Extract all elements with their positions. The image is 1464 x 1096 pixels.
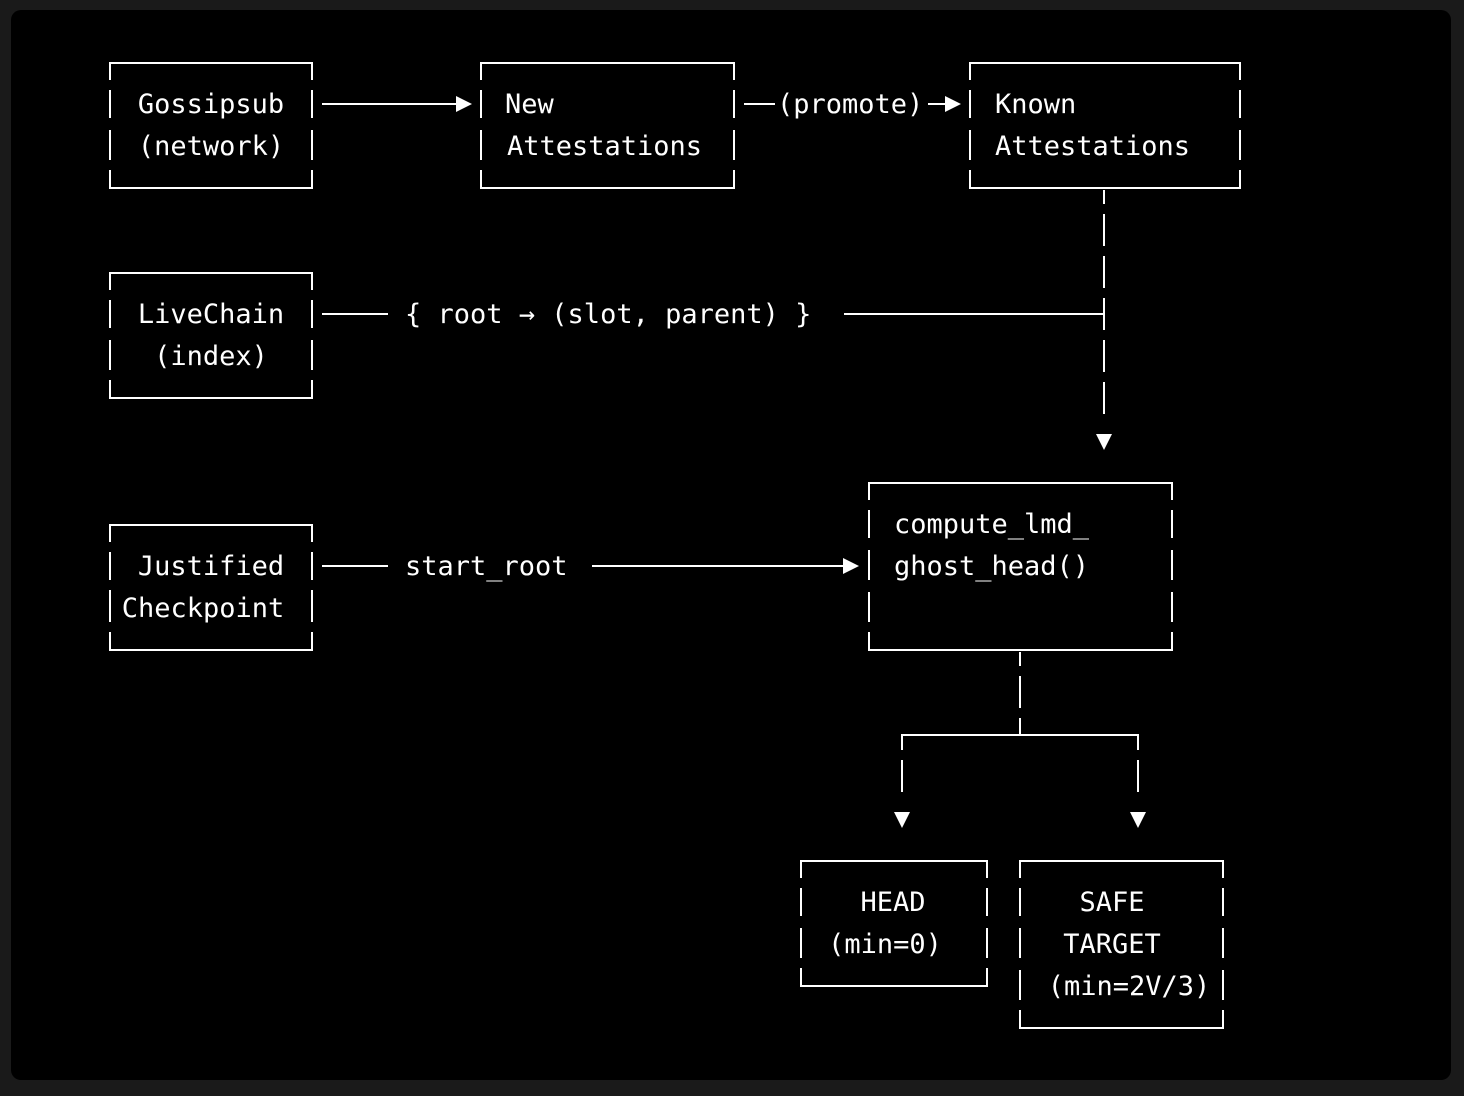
- promote-label: (promote): [777, 89, 923, 120]
- edge-compute-split: [894, 652, 1146, 828]
- node-head: HEAD (min=0): [800, 860, 988, 987]
- livechain-line2: (index): [154, 341, 268, 372]
- edge-livechain-root-map: { root → (slot, parent) }: [322, 299, 1104, 330]
- node-livechain: LiveChain (index): [109, 272, 313, 399]
- diagram-svg: Gossipsub (network) New Attestations (pr…: [109, 62, 1241, 1029]
- known-att-line1: Known: [995, 89, 1076, 120]
- known-att-line2: Attestations: [995, 131, 1190, 162]
- node-gossipsub: Gossipsub (network): [109, 62, 313, 189]
- node-justified-checkpoint: Justified Checkpoint: [109, 524, 313, 651]
- edge-gossipsub-to-new: [322, 96, 472, 112]
- arrowhead-icon: [1130, 812, 1146, 828]
- root-map-label: { root → (slot, parent) }: [405, 299, 811, 330]
- justified-line1: Justified: [138, 551, 284, 582]
- diagram-canvas: Gossipsub (network) New Attestations (pr…: [11, 10, 1451, 1080]
- safe-line2: TARGET: [1063, 929, 1161, 960]
- head-line1: HEAD: [860, 887, 925, 918]
- node-known-attestations: Known Attestations: [969, 62, 1241, 189]
- arrowhead-icon: [945, 96, 961, 112]
- livechain-line1: LiveChain: [138, 299, 284, 330]
- node-compute-lmd-ghost-head: compute_lmd_ ghost_head(): [868, 482, 1173, 651]
- safe-line1: SAFE: [1079, 887, 1144, 918]
- start-root-label: start_root: [405, 551, 568, 582]
- compute-line2: ghost_head(): [894, 551, 1089, 582]
- arrowhead-icon: [894, 812, 910, 828]
- arrowhead-icon: [456, 96, 472, 112]
- new-att-line1: New: [505, 89, 555, 120]
- gossipsub-line2: (network): [138, 131, 284, 162]
- arrowhead-icon: [843, 558, 859, 574]
- gossipsub-line1: Gossipsub: [138, 89, 284, 120]
- justified-line2: Checkpoint: [122, 593, 285, 624]
- arrowhead-icon: [1096, 434, 1112, 450]
- node-safe-target: SAFE TARGET (min=2V/3): [1019, 860, 1224, 1029]
- head-line2: (min=0): [828, 929, 942, 960]
- edge-known-to-compute: [1096, 190, 1112, 450]
- compute-line1: compute_lmd_: [894, 509, 1090, 540]
- safe-line3: (min=2V/3): [1048, 971, 1211, 1002]
- edge-start-root: start_root: [322, 551, 859, 582]
- new-att-line2: Attestations: [507, 131, 702, 162]
- edge-promote: (promote): [744, 89, 961, 120]
- node-new-attestations: New Attestations: [480, 62, 735, 189]
